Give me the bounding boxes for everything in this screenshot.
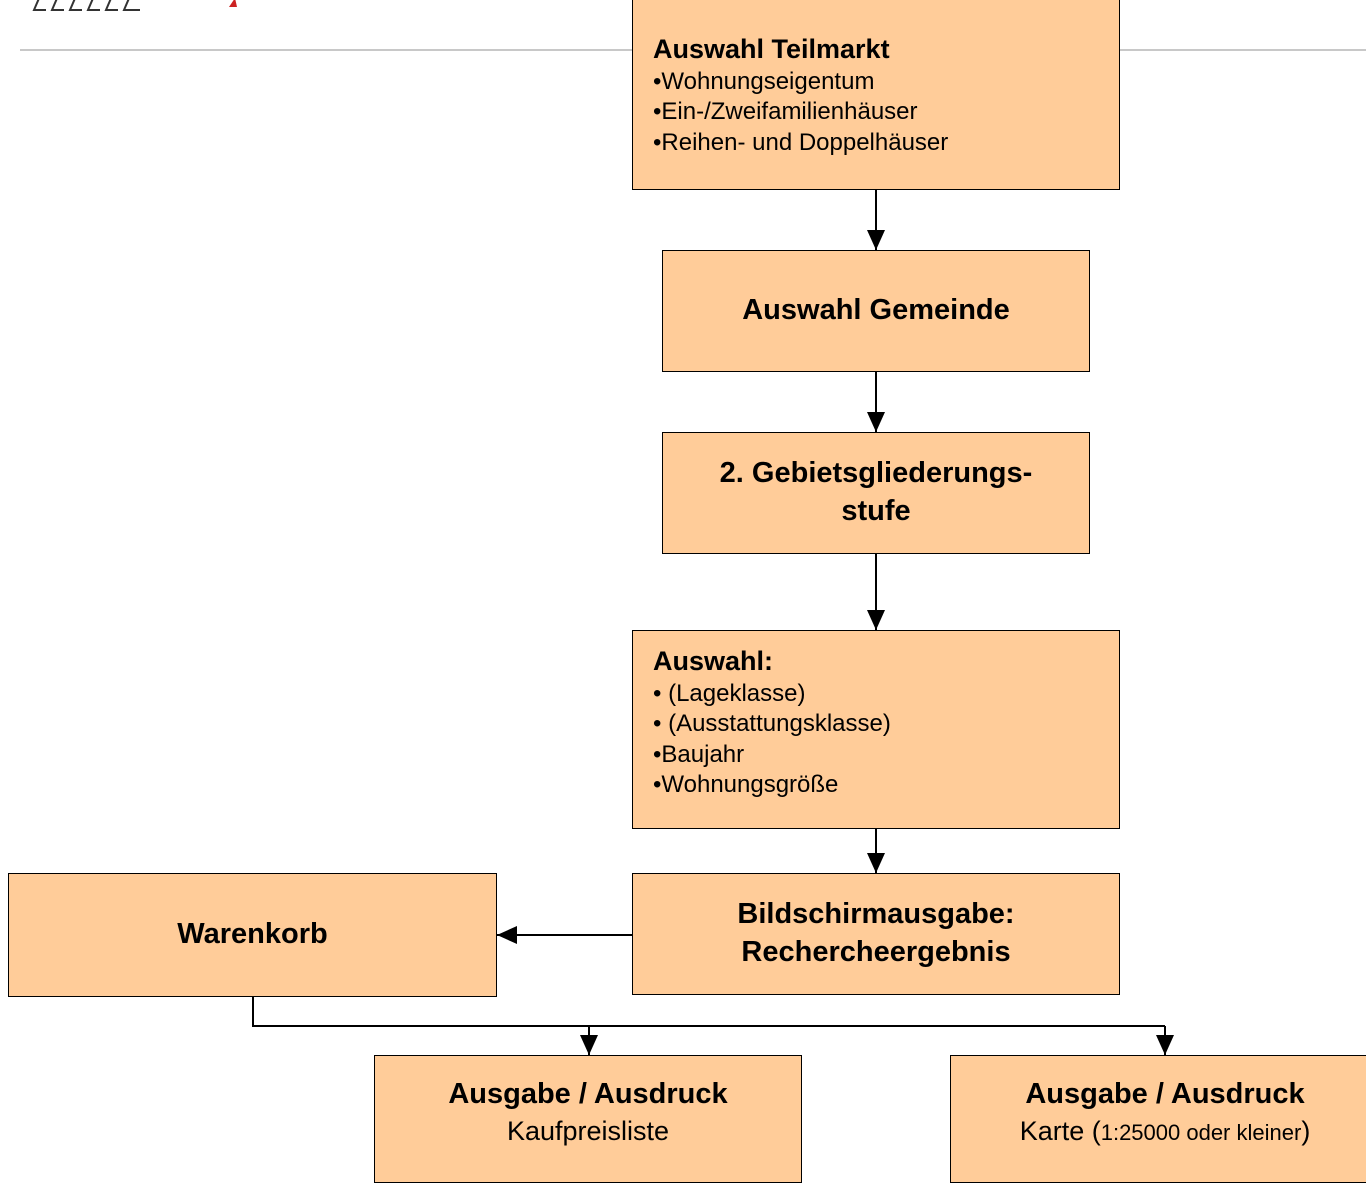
box-title: Ausgabe / Ausdruck: [1025, 1078, 1305, 1110]
box-title: Auswahl Gemeinde: [742, 294, 1010, 327]
subtitle-part: Karte (: [1019, 1115, 1101, 1146]
box-gebietsgliederungsstufe: 2. Gebietsgliederungs- stufe: [662, 432, 1090, 554]
box-ausgabe-karte: Ausgabe / Ausdruck Karte (1:25000 oder k…: [950, 1055, 1366, 1183]
box-title-line1: 2. Gebietsgliederungs-: [719, 457, 1033, 490]
box-title: Auswahl:: [653, 646, 774, 676]
map-scale-text: 1:25000 oder kleiner: [1100, 1119, 1302, 1145]
list-item: •Baujahr: [653, 740, 745, 768]
box-auswahl-gemeinde: Auswahl Gemeinde: [662, 250, 1090, 372]
box-title-line1: Bildschirmausgabe:: [737, 898, 1015, 931]
box-title-line2: Rechercheergebnis: [741, 936, 1011, 968]
box-subtitle: Karte (1:25000 oder kleiner): [1020, 1114, 1311, 1149]
list-item: • (Lageklasse): [653, 680, 806, 707]
list-item: •Ein-/Zweifamilienhäuser: [653, 98, 918, 126]
list-item: • (Ausstattungsklasse): [653, 710, 891, 738]
box-title: Warenkorb: [177, 918, 328, 951]
list-item: •Wohnungsgröße: [653, 771, 839, 799]
box-title-line2: stufe: [841, 495, 911, 527]
box-auswahl-kriterien: Auswahl: • (Lageklasse) • (Ausstattungsk…: [632, 630, 1120, 829]
logo: [0, 0, 260, 14]
box-auswahl-teilmarkt: Auswahl Teilmarkt •Wohnungseigentum •Ein…: [632, 0, 1120, 190]
box-title: Ausgabe / Ausdruck: [448, 1078, 728, 1110]
box-warenkorb: Warenkorb: [8, 873, 497, 997]
list-item: •Reihen- und Doppelhäuser: [653, 128, 949, 156]
box-title: Auswahl Teilmarkt: [653, 34, 890, 64]
subtitle-part: ): [1301, 1115, 1311, 1146]
box-bildschirmausgabe: Bildschirmausgabe: Rechercheergebnis: [632, 873, 1120, 995]
list-item: •Wohnungseigentum: [653, 68, 875, 95]
connector-warenkorb-bus: [252, 997, 1165, 1027]
box-subtitle: Kaufpreisliste: [506, 1115, 670, 1146]
box-ausgabe-kaufpreisliste: Ausgabe / Ausdruck Kaufpreisliste: [374, 1055, 802, 1183]
